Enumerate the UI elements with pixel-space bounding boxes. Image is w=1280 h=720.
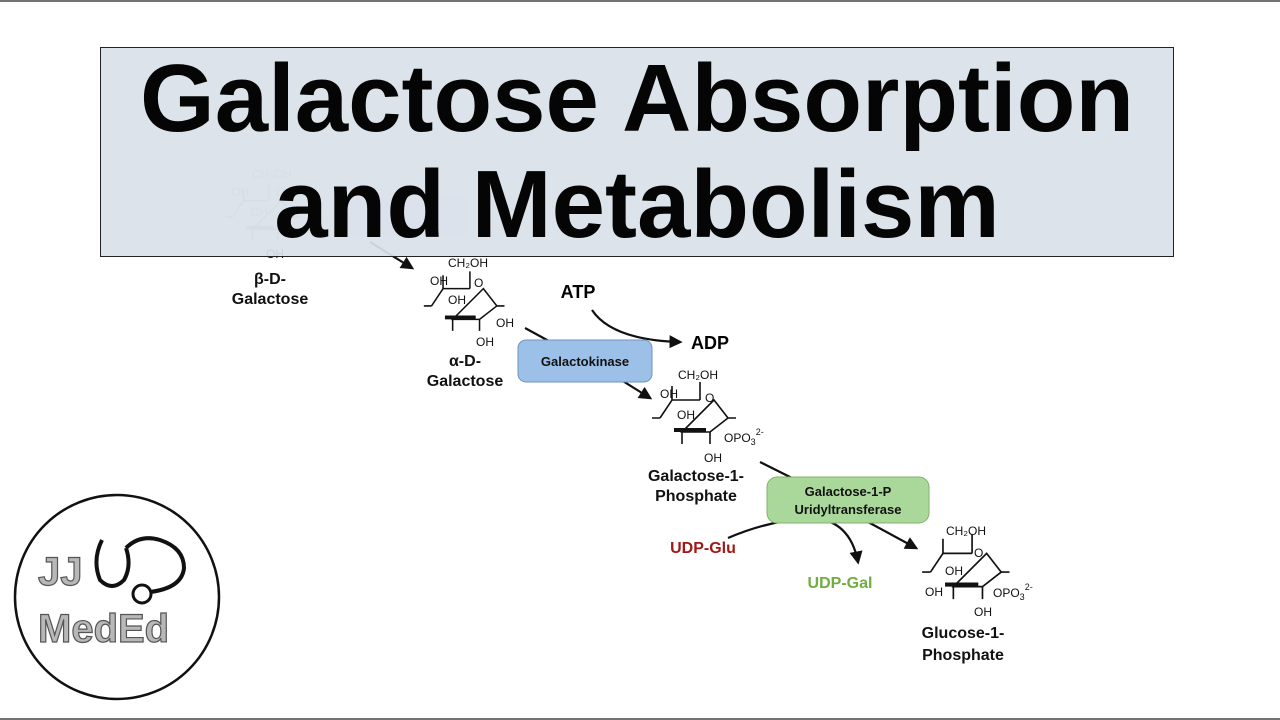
udp-gal-label: UDP-Gal [808, 575, 873, 592]
svg-text:O: O [705, 391, 714, 405]
title-line-1: Galactose Absorption [140, 45, 1134, 152]
svg-text:OH: OH [476, 335, 494, 349]
title-banner: Galactose Absorption and Metabolism [100, 45, 1174, 258]
glucose-1-phosphate-label-1: Glucose-1- [922, 625, 1005, 642]
arrow-transferase-to-glc1p [867, 521, 919, 550]
svg-text:OH: OH [660, 387, 678, 401]
svg-text:OH: OH [496, 316, 514, 330]
svg-text:OPO32-: OPO32- [993, 582, 1033, 602]
galactose-1-phosphate-label-1: Galactose-1- [648, 468, 744, 485]
stethoscope-chest-piece-icon [131, 583, 153, 605]
title-line-2: and Metabolism [274, 151, 1000, 258]
svg-text:CH₂OH: CH₂OH [448, 256, 488, 270]
logo-circle [13, 493, 221, 701]
svg-text:CH₂OH: CH₂OH [678, 368, 718, 382]
atp-label: ATP [561, 282, 596, 302]
alpha-d-galactose-structure: CH₂OH OH OH O OH OH [421, 256, 514, 349]
galactokinase-box [517, 339, 653, 383]
galactokinase-label: Galactokinase [541, 354, 629, 369]
svg-text:OH: OH [704, 451, 722, 465]
svg-text:O: O [474, 276, 483, 290]
atp-to-adp-arrow [591, 309, 683, 349]
uridyltransferase-box [766, 476, 930, 524]
svg-text:OH: OH [945, 564, 963, 578]
beta-d-galactose-label-2: Galactose [232, 291, 309, 308]
svg-text:OH: OH [677, 408, 695, 422]
galactose-1-phosphate-structure: CH₂OH OH OH O OPO32- OH [650, 368, 764, 465]
alpha-d-galactose-label-1: α-D- [449, 353, 481, 370]
svg-text:OH: OH [925, 585, 943, 599]
jj-meded-logo: JJ MedEd [13, 493, 221, 701]
logo-text-meded: MedEd [38, 607, 169, 651]
svg-text:OH: OH [448, 293, 466, 307]
adp-label: ADP [691, 333, 729, 353]
svg-text:OH: OH [430, 274, 448, 288]
galactose-1-phosphate-label-2: Phosphate [655, 488, 737, 505]
uridyltransferase-label-1: Galactose-1-P [805, 484, 892, 499]
glucose-1-phosphate-structure: CH₂OH OH O OH OPO32- OH [922, 524, 1033, 619]
glucose-1-phosphate-label-2: Phosphate [922, 647, 1004, 664]
uridyltransferase-label-2: Uridyltransferase [795, 502, 902, 517]
svg-text:OPO32-: OPO32- [724, 427, 764, 447]
udp-exchange-arrow [727, 516, 863, 565]
svg-text:O: O [974, 546, 983, 560]
svg-text:OH: OH [974, 605, 992, 619]
alpha-d-galactose-label-2: Galactose [427, 373, 504, 390]
stethoscope-icon [94, 536, 187, 594]
logo-text-jj: JJ [38, 550, 83, 594]
beta-d-galactose-label-1: β-D- [254, 271, 286, 288]
udp-glu-label: UDP-Glu [670, 540, 736, 557]
svg-text:CH₂OH: CH₂OH [946, 524, 986, 538]
